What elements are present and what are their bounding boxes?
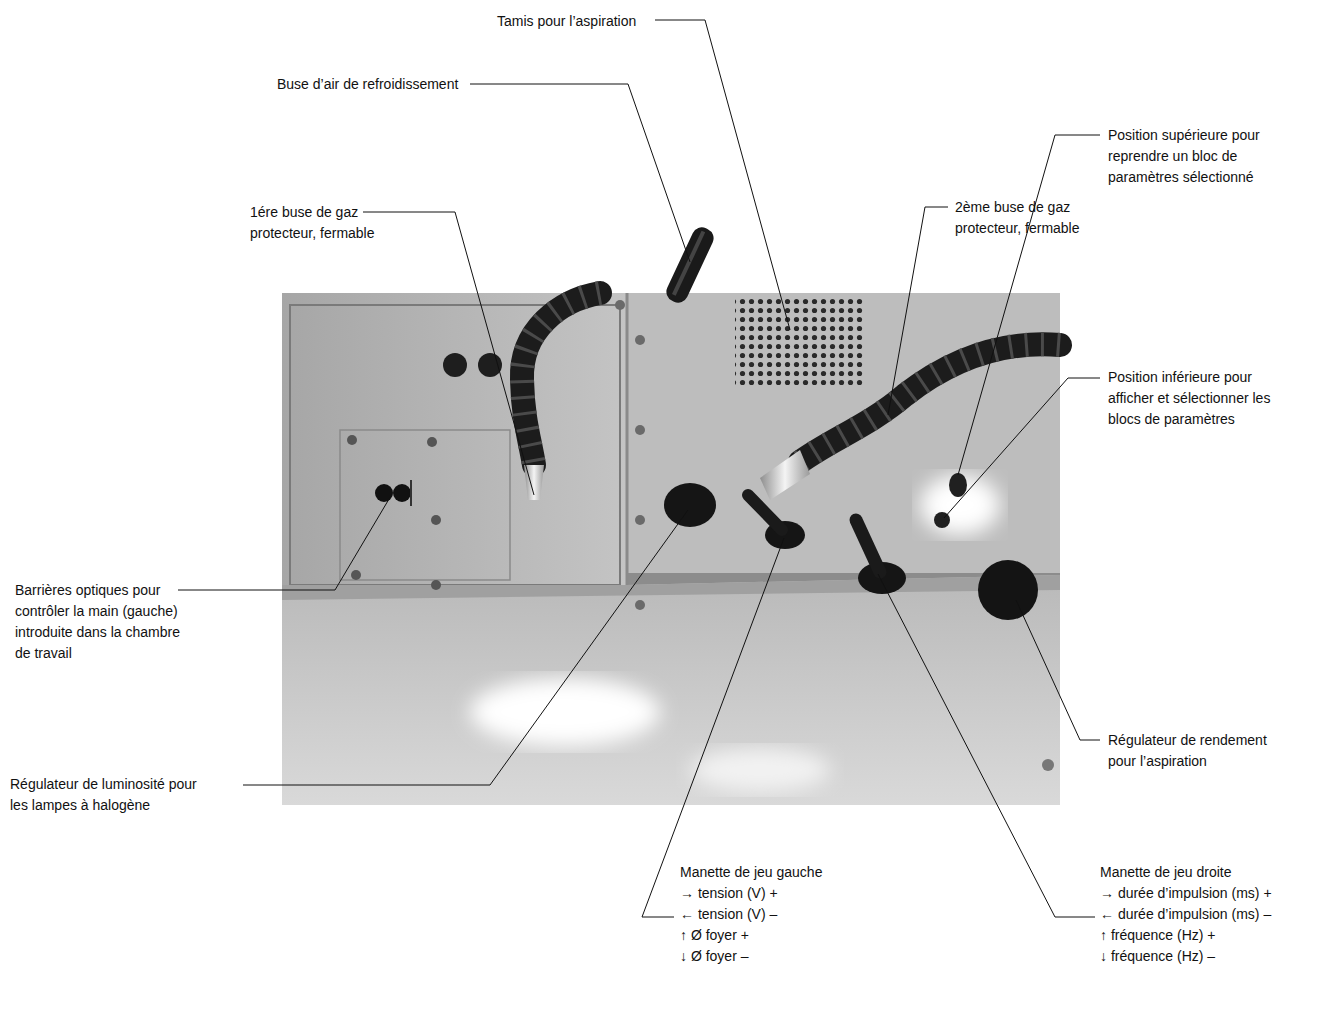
callout-label: ← durée d’impulsion (ms) –: [1100, 904, 1271, 925]
illustration-part: [431, 515, 441, 525]
illustration-part: [427, 437, 437, 447]
illustration-part: [958, 135, 1100, 475]
illustration-part: [635, 515, 645, 525]
illustration-part: [431, 580, 441, 590]
illustration-part: [627, 293, 1060, 573]
illustration-part: [282, 293, 1060, 805]
illustration-part: [375, 484, 393, 502]
illustration-part: [635, 600, 645, 610]
callout-label: ↓ fréquence (Hz) –: [1100, 946, 1215, 967]
illustration-part: [978, 560, 1038, 620]
illustration-part: [949, 473, 967, 497]
callout-label: Manette de jeu gauche: [680, 862, 822, 883]
illustration-part: [642, 538, 784, 917]
illustration-part: [443, 353, 467, 377]
callout-label: ↑ fréquence (Hz) +: [1100, 925, 1216, 946]
illustration-part: [635, 425, 645, 435]
callout-label: → durée d’impulsion (ms) +: [1100, 883, 1272, 904]
illustration-part: [1042, 759, 1054, 771]
illustration-part: [655, 20, 790, 330]
callout-label: ← tension (V) –: [680, 904, 777, 925]
callout-label: Buse d’air de refroidissement: [277, 74, 458, 95]
callout-label: Régulateur de luminosité pour les lampes…: [10, 774, 200, 816]
illustration-part: [672, 231, 705, 296]
illustration-part: [282, 575, 1060, 600]
callout-label: ↓ Ø foyer –: [680, 946, 748, 967]
illustration-part: [522, 293, 600, 465]
illustration-part: [470, 84, 690, 262]
illustration-part: [690, 748, 830, 792]
illustration-part: [760, 450, 810, 500]
illustration-part: [663, 224, 717, 306]
illustration-part: [243, 510, 688, 785]
illustration-part: [478, 353, 502, 377]
illustration-part: [748, 495, 782, 530]
illustration-part: [393, 484, 411, 502]
illustration-part: [347, 435, 357, 445]
illustration-part: [410, 480, 412, 506]
illustration-part: [363, 212, 534, 495]
callout-label: → tension (V) +: [680, 883, 778, 904]
illustration-part: [878, 574, 1095, 917]
illustration-part: [615, 300, 625, 310]
illustration-part: [800, 344, 1060, 462]
callout-label: Tamis pour l’aspiration: [497, 11, 636, 32]
illustration-part: [282, 575, 1060, 805]
callout-label: Barrières optiques pour contrôler la mai…: [15, 580, 193, 664]
illustration-part: [522, 293, 600, 465]
callout-label: 2ème buse de gaz protecteur, fermable: [955, 197, 1095, 239]
callout-label: 1ére buse de gaz protecteur, fermable: [250, 202, 390, 244]
illustration-part: [626, 293, 629, 585]
illustration-part: [340, 430, 510, 580]
illustration-part: [470, 678, 660, 746]
illustration-part: [664, 483, 716, 527]
callout-label: Position inférieure pour afficher et sél…: [1108, 367, 1300, 430]
illustration-part: [663, 224, 717, 306]
illustration-part: [888, 207, 948, 415]
illustration-part: [800, 344, 1060, 462]
leader-lines: [178, 20, 1100, 917]
callout-label: Position supérieure pour reprendre un bl…: [1108, 125, 1280, 188]
callout-label: ↑ Ø foyer +: [680, 925, 749, 946]
illustration-part: [856, 520, 880, 572]
illustration-part: [351, 570, 361, 580]
illustration-part: [282, 293, 627, 593]
callout-label: Régulateur de rendement pour l’aspiratio…: [1108, 730, 1280, 772]
illustration-part: [178, 494, 392, 590]
callout-label: Manette de jeu droite: [1100, 862, 1232, 883]
illustration-part: [1016, 600, 1100, 740]
illustration-part: [735, 296, 865, 386]
illustration-part: [290, 305, 620, 585]
illustration-part: [635, 335, 645, 345]
illustration-part: [944, 378, 1100, 518]
